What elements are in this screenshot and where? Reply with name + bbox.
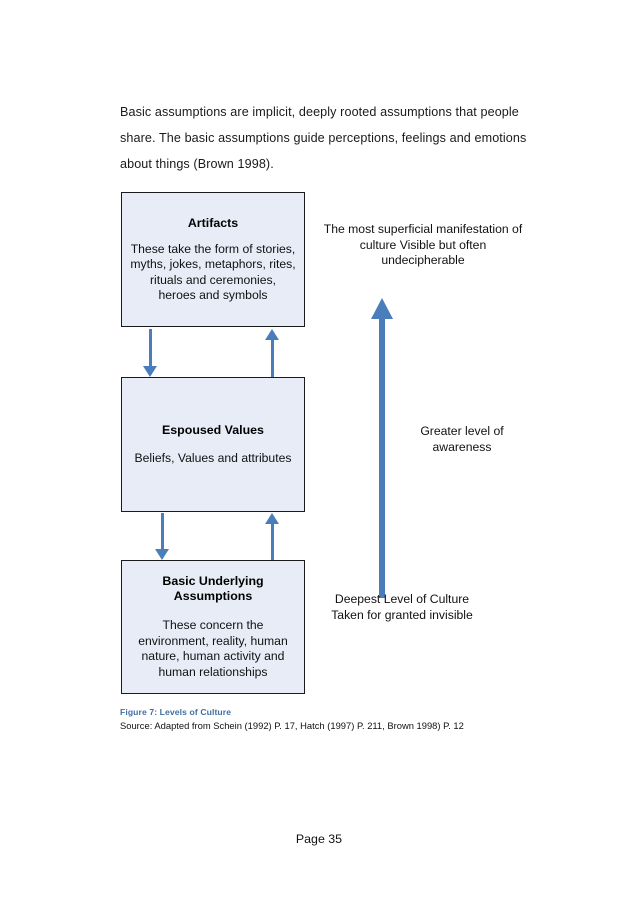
arrow-head	[155, 549, 169, 560]
level-box-espoused-values: Espoused Values Beliefs, Values and attr…	[121, 377, 305, 512]
arrow-up-icon-basic-to-espoused	[265, 513, 279, 560]
arrow-shaft	[270, 338, 274, 377]
level-box-artifacts: Artifacts These take the form of stories…	[121, 192, 305, 327]
level-box-basic-underlying-assumptions: Basic Underlying Assumptions These conce…	[121, 560, 305, 694]
level-title-basic-underlying-assumptions: Basic Underlying Assumptions	[162, 574, 264, 603]
arrow-head	[143, 366, 157, 377]
annotation-top: The most superficial manifestation of cu…	[323, 222, 523, 267]
figure-caption: Figure 7: Levels of Culture Source: Adap…	[120, 706, 540, 732]
page-number: Page 35	[295, 832, 343, 846]
figure-caption-title: Figure 7: Levels of Culture	[120, 707, 232, 717]
arrow-down-icon-espoused-to-basic	[155, 513, 169, 560]
arrow-shaft	[148, 329, 152, 368]
arrow-shaft	[160, 513, 164, 551]
arrow-head	[371, 298, 393, 319]
arrow-shaft	[270, 522, 274, 560]
arrow-shaft	[379, 316, 385, 598]
intro-paragraph: Basic assumptions are implicit, deeply r…	[120, 104, 527, 171]
annotation-middle: Greater level of awareness	[420, 424, 504, 454]
arrow-up-icon-awareness-scale	[371, 298, 393, 598]
level-title-artifacts: Artifacts	[187, 215, 239, 230]
arrow-head	[265, 329, 279, 340]
level-body-artifacts: These take the form of stories, myths, j…	[130, 241, 296, 303]
arrow-head	[265, 513, 279, 524]
arrow-down-icon-artifacts-to-espoused	[143, 329, 157, 377]
level-body-basic-underlying-assumptions: These concern the environment, reality, …	[138, 618, 288, 679]
level-body-espoused-values: Beliefs, Values and attributes	[134, 450, 292, 465]
figure-caption-source: Source: Adapted from Schein (1992) P. 17…	[120, 720, 464, 731]
annotation-bottom: Deepest Level of Culture Taken for grant…	[331, 592, 473, 622]
arrow-up-icon-espoused-to-artifacts	[265, 329, 279, 377]
level-title-espoused-values: Espoused Values	[162, 422, 264, 437]
